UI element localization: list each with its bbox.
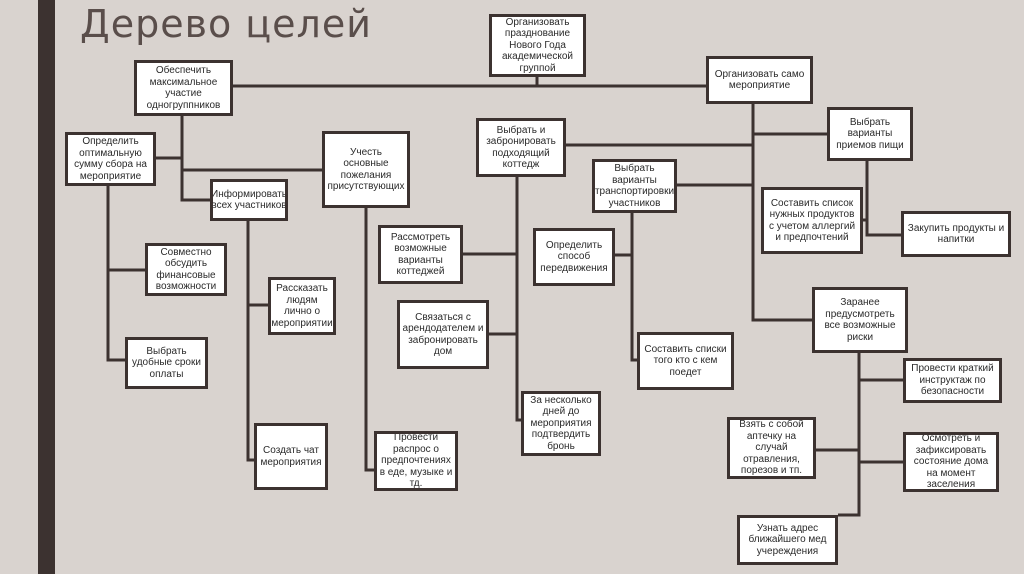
- node-inform: Информировать всех участников: [210, 179, 288, 221]
- node-travel-method: Определить способ передвижения: [533, 228, 615, 286]
- node-transport: Выбрать варианты транспортировки участни…: [592, 159, 677, 213]
- node-confirm-booking: За несколько дней до мероприятия подтвер…: [521, 391, 601, 456]
- node-choose-cottage: Выбрать и забронировать подходящий котте…: [476, 118, 566, 177]
- node-hospital-address: Узнать адрес ближайшего мед учереждения: [737, 515, 838, 565]
- node-car-lists: Составить списки того кто с кем поедет: [637, 332, 734, 390]
- node-contact-landlord: Связаться с арендодателем и забронироват…: [397, 300, 489, 369]
- left-accent-bar: [38, 0, 55, 574]
- node-first-aid: Взять с собой аптечку на случай отравлен…: [727, 417, 816, 479]
- node-cottage-variants: Рассмотреть возможные варианты коттеджей: [378, 225, 463, 284]
- node-risks: Заранее предусмотреть все возможные риск…: [812, 287, 908, 353]
- node-survey: Провести распрос о предпочтениях в еде, …: [374, 431, 458, 491]
- node-create-chat: Создать чат мероприятия: [254, 423, 328, 490]
- node-tell-personally: Рассказать людям лично о мероприятии: [268, 277, 336, 335]
- node-payment-terms: Выбрать удобные сроки оплаты: [125, 337, 208, 389]
- node-safety-briefing: Провести краткий инструктаж по безопасно…: [903, 358, 1002, 403]
- node-inspect-house: Осмотреть и зафиксировать состояние дома…: [903, 432, 999, 492]
- node-organize-event: Организовать само мероприятие: [706, 56, 813, 104]
- node-root: Организовать празднование Нового Года ак…: [489, 14, 586, 77]
- node-max-participation: Обеспечить максимальное участие одногруп…: [134, 60, 233, 116]
- node-discuss-finance: Совместно обсудить финансовые возможност…: [145, 243, 227, 296]
- node-collection-sum: Определить оптимальную сумму сбора на ме…: [65, 132, 156, 186]
- page-title: Дерево целей: [80, 2, 372, 46]
- node-meal-options: Выбрать варианты приемов пищи: [827, 107, 913, 161]
- node-wishes: Учесть основные пожелания присутствующих: [322, 131, 410, 208]
- node-product-list: Составить список нужных продуктов с учет…: [761, 187, 863, 254]
- node-buy-products: Закупить продукты и напитки: [901, 211, 1011, 257]
